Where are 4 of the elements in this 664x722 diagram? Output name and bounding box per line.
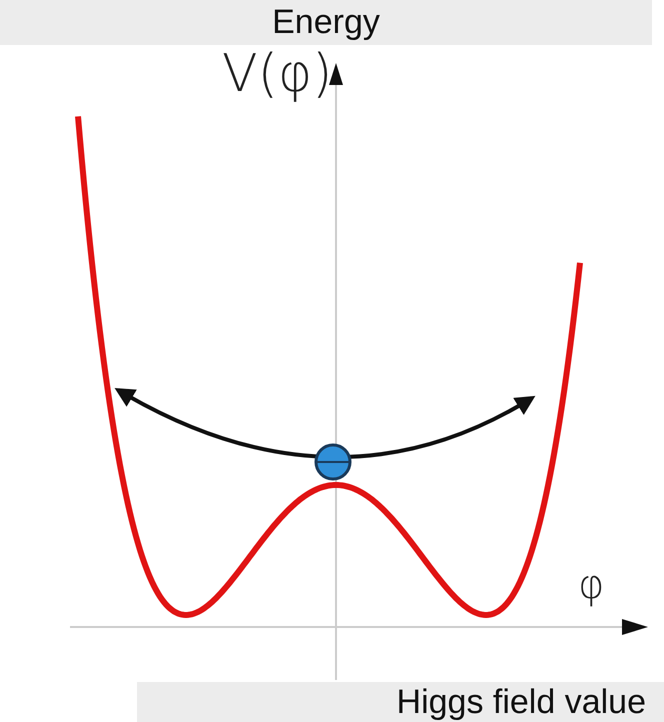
axis-label: φ xyxy=(578,562,604,608)
label-band: Higgs field value xyxy=(137,682,664,722)
label-band: Energy xyxy=(0,0,652,45)
axis-label: V(φ) xyxy=(222,44,332,104)
